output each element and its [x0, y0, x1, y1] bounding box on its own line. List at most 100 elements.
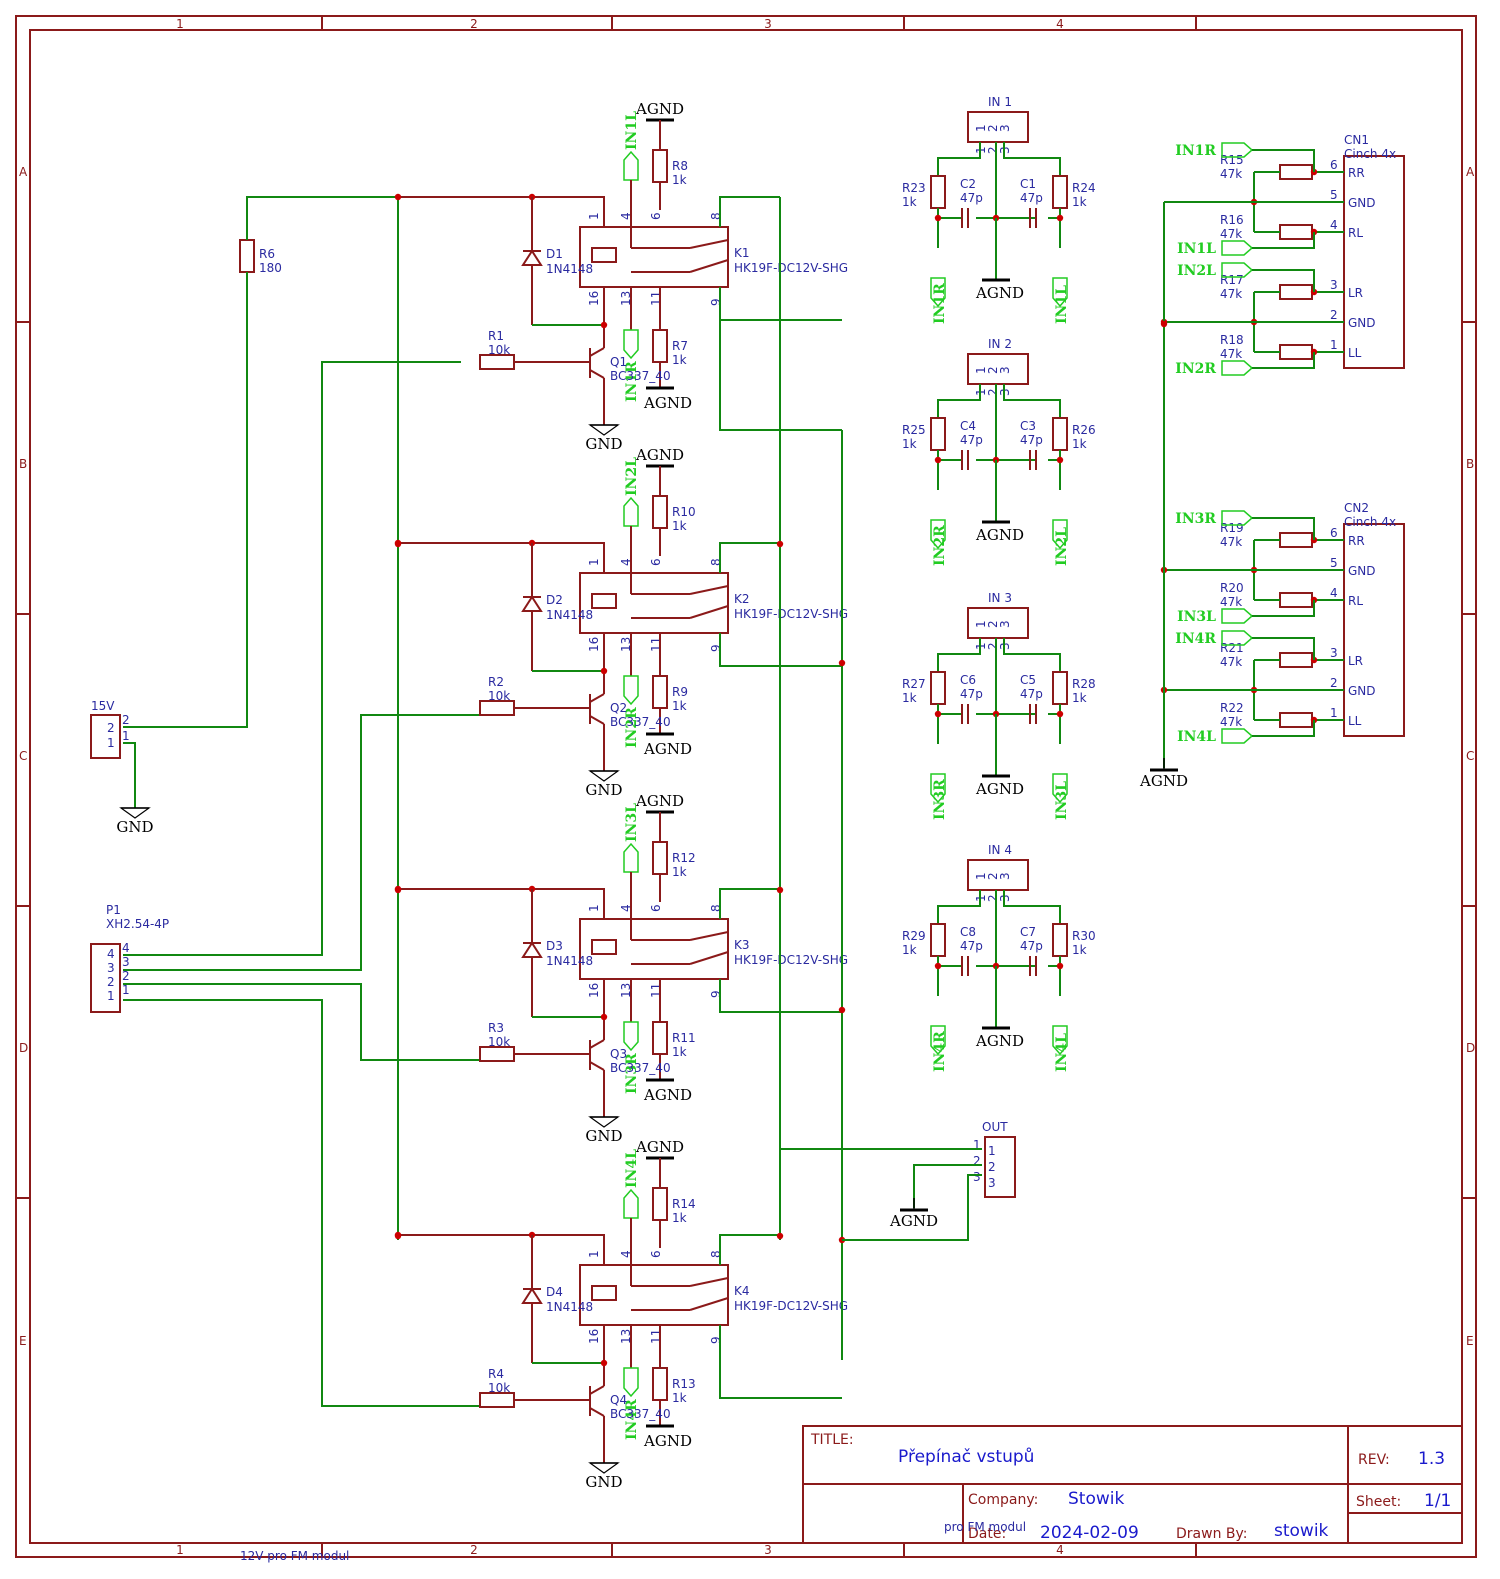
pin-number: 4	[619, 904, 633, 912]
pin-number: 4	[122, 941, 130, 955]
junction-dot	[934, 214, 942, 222]
pin-number: 3	[998, 872, 1012, 880]
net-label: IN2R	[1175, 360, 1254, 377]
input-ref: IN 2	[988, 337, 1012, 351]
agnd-label: AGND	[889, 1212, 938, 1230]
cinch-pin-label: LR	[1348, 654, 1363, 668]
net-label-text: IN4R	[624, 1399, 640, 1440]
junction-dot	[776, 1232, 784, 1240]
junction-dot	[934, 962, 942, 970]
output-buses	[394, 197, 846, 1360]
resistor-ref: R2	[488, 675, 504, 689]
pin-number: 3	[998, 620, 1012, 628]
junction-dot	[1056, 962, 1064, 970]
resistor-ref: R26	[1072, 423, 1096, 437]
pin-number: 13	[619, 983, 633, 998]
resistor-value: 47k	[1220, 655, 1242, 669]
date-value: 2024-02-09	[1040, 1523, 1139, 1543]
resistor-ref: R21	[1220, 641, 1244, 655]
gnd-symbol: GND	[585, 1116, 623, 1145]
pin-number: 2	[1330, 676, 1338, 690]
agnd-label: AGND	[635, 446, 684, 464]
pin-number: 1	[1330, 338, 1338, 352]
pin-number: 13	[619, 1329, 633, 1344]
pin-number: 9	[709, 644, 723, 652]
frame-column-label: 3	[764, 1543, 772, 1557]
gnd-label: GND	[585, 1473, 622, 1491]
input-ref: IN 1	[988, 95, 1012, 109]
relay-value: HK19F-DC12V-SHG	[734, 607, 848, 621]
net-label: IN3R	[1175, 510, 1254, 527]
pin-number: 1	[973, 1138, 981, 1152]
junction-dot	[600, 1359, 608, 1367]
junction-dot	[934, 456, 942, 464]
rev-label: REV:	[1358, 1452, 1390, 1468]
net-label-text: IN3L	[1054, 781, 1070, 820]
resistor-value: 47k	[1220, 227, 1242, 241]
resistor-value: 1k	[902, 943, 917, 957]
resistor-value: 10k	[488, 343, 510, 357]
resistor-ref: R30	[1072, 929, 1096, 943]
gnd-label: GND	[116, 818, 153, 836]
resistor-ref: R4	[488, 1367, 504, 1381]
relay-value: HK19F-DC12V-SHG	[734, 1299, 848, 1313]
capacitor-ref: C5	[1020, 673, 1036, 687]
cinch-pin-label: RL	[1348, 226, 1363, 240]
resistor-ref: R19	[1220, 521, 1244, 535]
note-text: pro FM modul	[944, 1520, 1026, 1534]
net-label-text: IN4L	[1054, 1033, 1070, 1072]
resistor-ref: R10	[672, 505, 696, 519]
junction-dot	[838, 659, 846, 667]
agnd-label: AGND	[643, 740, 692, 758]
cinch-ref: CN2	[1344, 501, 1369, 515]
relay-ref: K4	[734, 1284, 750, 1298]
junction-dot	[838, 1006, 846, 1014]
pin-number: 5	[1330, 556, 1338, 570]
cinch-pin-label: LL	[1348, 346, 1362, 360]
net-label	[930, 773, 946, 804]
pin-number: 13	[619, 291, 633, 306]
agnd-symbol: AGND	[889, 1198, 938, 1230]
pin-number: 2	[986, 642, 1000, 650]
junction-dot	[600, 1013, 608, 1021]
net-label-text: IN3R	[624, 1053, 640, 1094]
pin-number: 4	[619, 212, 633, 220]
resistor-value: 10k	[488, 689, 510, 703]
resistor-ref: R9	[672, 685, 688, 699]
resistor-value: 1k	[672, 1391, 687, 1405]
pin-number: 2	[122, 969, 130, 983]
frame-column-label: 3	[764, 17, 772, 31]
schematic-title: Přepínač vstupů	[898, 1447, 1034, 1467]
capacitor-ref: C7	[1020, 925, 1036, 939]
resistor-ref: R14	[672, 1197, 696, 1211]
pin-number: 4	[107, 947, 115, 961]
agnd-label: AGND	[1139, 772, 1188, 790]
junction-dot	[394, 540, 402, 548]
resistor-ref: R13	[672, 1377, 696, 1391]
diode-value: 1N4148	[546, 262, 593, 276]
net-label-text: IN2L	[1054, 527, 1070, 566]
transistor-value: BC337_40	[610, 1407, 671, 1421]
resistor-value: 1k	[672, 1211, 687, 1225]
diode-value: 1N4148	[546, 954, 593, 968]
frame-row-label: C	[19, 749, 27, 763]
r6-ref: R6	[259, 247, 275, 261]
pin-number: 3	[973, 1170, 981, 1184]
pin-number: 8	[709, 212, 723, 220]
net-label	[623, 675, 639, 706]
sheet-label: Sheet:	[1356, 1494, 1401, 1510]
net-label-text: IN1L	[1177, 241, 1216, 257]
conn-15v-ref: 15V	[91, 699, 115, 713]
resistor-ref: R20	[1220, 581, 1244, 595]
capacitor-value: 47p	[960, 687, 983, 701]
net-label	[930, 1025, 946, 1056]
net-label	[623, 329, 639, 360]
agnd-label: AGND	[975, 526, 1024, 544]
pin-number: 16	[587, 291, 601, 306]
